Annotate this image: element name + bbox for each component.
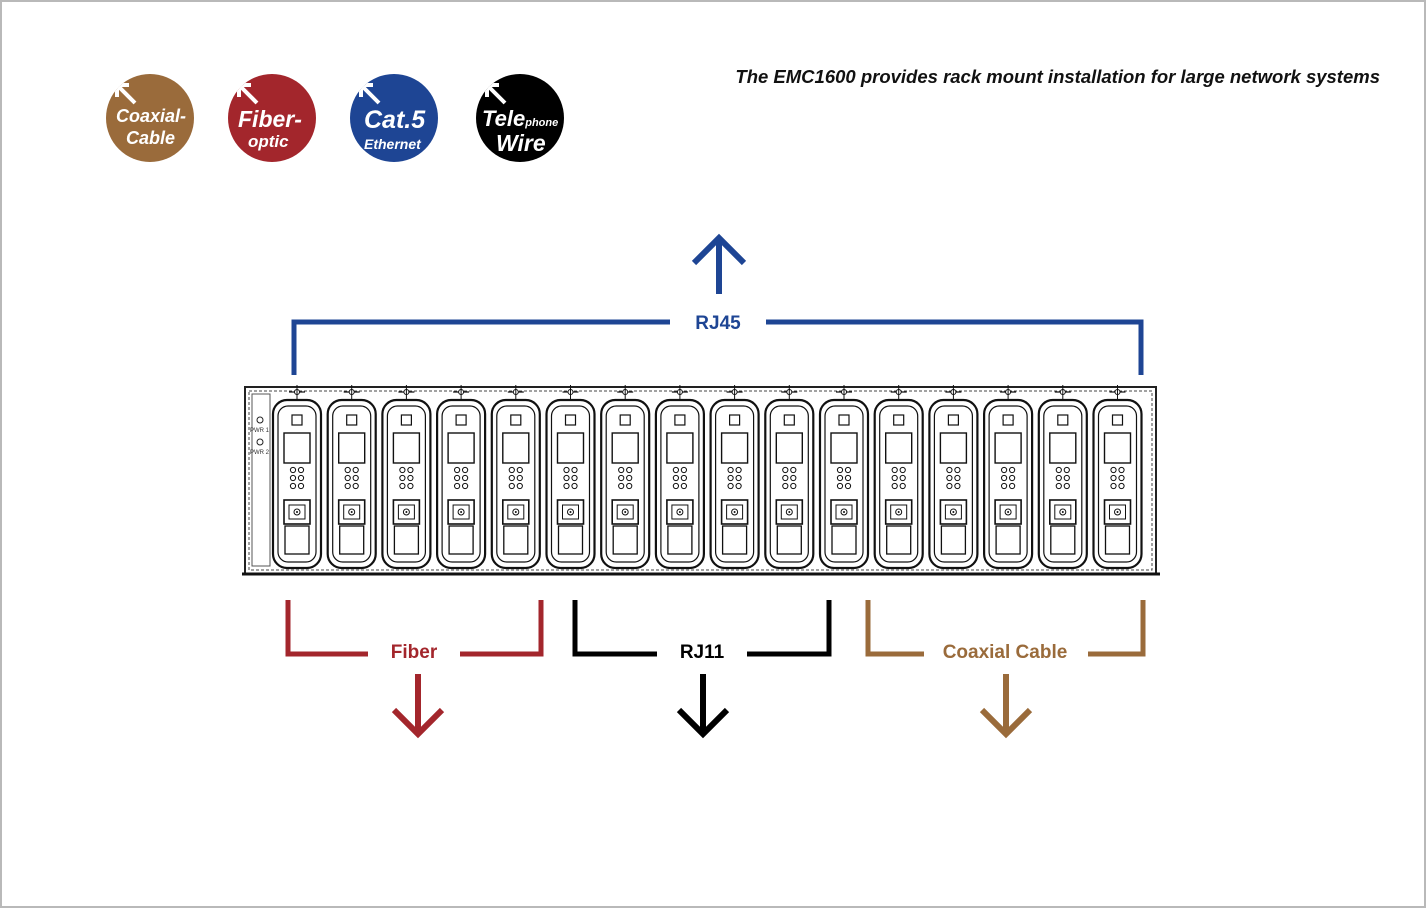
badge-line2: optic xyxy=(248,132,289,151)
cat5-ethernet-badge: Cat.5 Ethernet xyxy=(350,74,438,162)
badge-line1: Fiber- xyxy=(238,106,302,132)
module-slot xyxy=(1092,385,1143,570)
module-slot xyxy=(600,385,651,570)
badge-line1: Cat.5 xyxy=(364,106,426,134)
module-slot xyxy=(982,385,1034,570)
module-slot xyxy=(381,385,432,570)
module-slot xyxy=(818,385,870,570)
fiber-optic-badge: Fiber- optic xyxy=(228,74,316,162)
arrow-down-icon xyxy=(391,674,445,739)
module-slot xyxy=(436,385,487,570)
coaxial-cable-badge: Coaxial- Cable xyxy=(106,74,194,162)
rj11-connection: RJ11 xyxy=(572,600,832,739)
fiber-label: Fiber xyxy=(391,642,438,663)
rj45-bracket-right xyxy=(766,319,1144,375)
pwr1-led-icon xyxy=(256,416,264,424)
module-slot xyxy=(1037,385,1088,570)
rj45-label: RJ45 xyxy=(695,313,741,334)
telephone-wire-badge: Telephone Wire xyxy=(476,74,564,162)
module-slot xyxy=(545,385,596,570)
badge-line2: Ethernet xyxy=(364,136,421,152)
pwr1-label: PWR 1 xyxy=(250,428,270,434)
arrow-up-left-icon xyxy=(115,83,137,105)
module-slot xyxy=(873,385,924,570)
rj45-connection: RJ45 xyxy=(291,233,1144,375)
pwr2-led-icon xyxy=(256,438,264,446)
badge-line1: Telephone xyxy=(482,106,559,131)
rj11-label: RJ11 xyxy=(680,642,725,663)
coax-connection: Coaxial Cable xyxy=(865,600,1146,739)
pwr2-label: PWR 2 xyxy=(250,450,270,456)
coax-label: Coaxial Cable xyxy=(943,642,1068,663)
emc1600-chassis: PWR 1 PWR 2 xyxy=(242,385,1160,576)
module-slot xyxy=(709,385,760,570)
module-slot xyxy=(490,385,541,570)
module-slot xyxy=(654,385,706,570)
module-slot xyxy=(928,385,979,570)
arrow-up-left-icon xyxy=(485,83,507,105)
arrow-up-left-icon xyxy=(359,83,381,105)
module-slot xyxy=(764,385,815,570)
headline-text: The EMC1600 provides rack mount installa… xyxy=(735,66,1380,87)
badge-line1: Coaxial- xyxy=(116,106,187,126)
arrow-up-left-icon xyxy=(237,83,259,105)
arrow-down-icon xyxy=(676,674,730,739)
module-slot xyxy=(326,385,377,570)
module-slot xyxy=(271,385,323,570)
power-panel xyxy=(251,393,271,567)
badge-line2: Wire xyxy=(496,130,546,156)
arrow-up-icon xyxy=(691,233,747,294)
arrow-down-icon xyxy=(979,674,1033,739)
fiber-connection: Fiber xyxy=(285,600,544,739)
badge-line2: Cable xyxy=(126,128,176,148)
rj45-bracket-left xyxy=(291,319,670,375)
